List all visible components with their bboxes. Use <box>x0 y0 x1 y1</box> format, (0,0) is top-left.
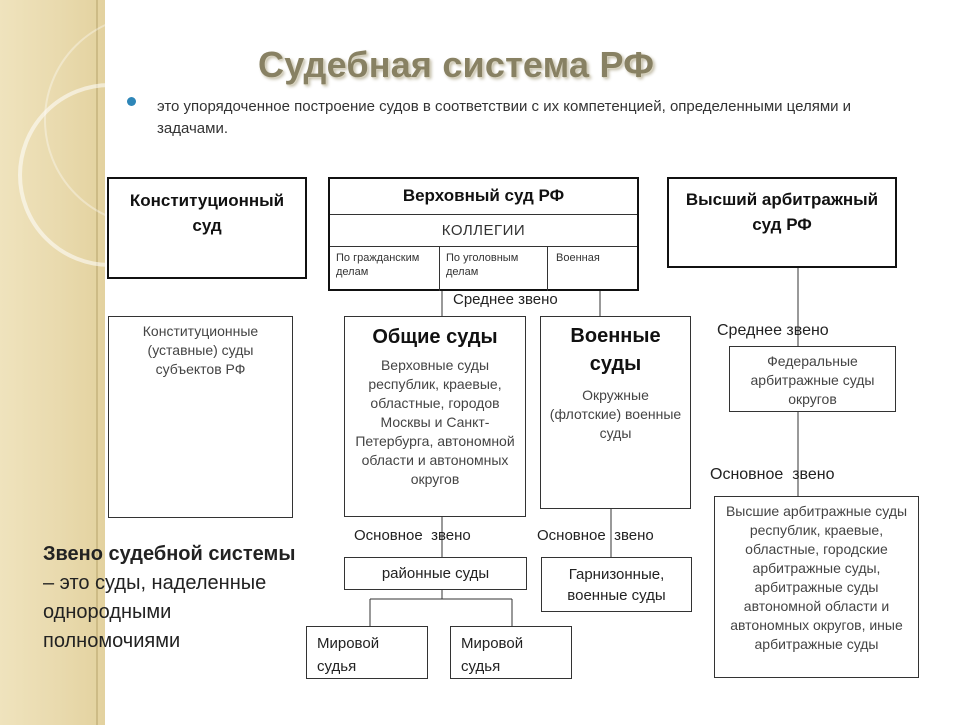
district-courts-label: районные суды <box>382 565 489 582</box>
federal-arbitration-text: Федеральные арбитражные суды округов <box>736 352 889 409</box>
supreme-court-title: Верховный суд РФ <box>330 179 637 215</box>
supreme-court-box: Верховный суд РФ КОЛЛЕГИИ По гражданским… <box>328 177 639 291</box>
military-courts-title: Военные суды <box>547 322 684 378</box>
constitutional-subjects-text: Конституционные (уставные) суды субъекто… <box>119 322 282 379</box>
higher-arbitration-court-title: Высший арбитражный суд РФ <box>683 187 881 237</box>
basic-level-label-right: Основное звено <box>710 466 835 484</box>
level-definition: – это суды, наделенные однородными полно… <box>43 572 266 652</box>
general-courts-title: Общие суды <box>353 322 517 352</box>
collegium-criminal: По уголовным делам <box>440 247 548 291</box>
level-definition-note: Звено судебной системы – это суды, надел… <box>43 540 303 656</box>
military-courts-text: Окружные (флотские) военные суды <box>547 386 684 443</box>
district-courts-box: районные суды <box>344 557 527 590</box>
middle-level-label-right: Среднее звено <box>717 322 829 340</box>
arbitration-basic-box: Высшие арбитражные суды республик, краев… <box>714 496 919 678</box>
constitutional-court-box: Конституционный суд <box>107 177 307 279</box>
magistrate-box-1: Мировой судья <box>306 626 428 679</box>
garrison-courts-box: Гарнизонные, военные суды <box>541 557 692 612</box>
collegia-label: КОЛЛЕГИИ <box>330 215 637 247</box>
magistrate-label-2: Мировой судья <box>461 635 523 675</box>
general-courts-text: Верховные суды республик, краевые, облас… <box>353 356 517 489</box>
magistrate-label-1: Мировой судья <box>317 635 379 675</box>
basic-level-label-left: Основное звено <box>354 527 471 544</box>
middle-level-label-center: Среднее звено <box>453 291 558 308</box>
higher-arbitration-court-box: Высший арбитражный суд РФ <box>667 177 897 268</box>
arbitration-basic-text: Высшие арбитражные суды республик, краев… <box>723 502 910 654</box>
general-courts-box: Общие суды Верховные суды республик, кра… <box>344 316 526 517</box>
level-term: Звено судебной системы <box>43 543 295 565</box>
collegium-civil: По гражданским делам <box>330 247 440 291</box>
constitutional-court-title: Конституционный суд <box>115 188 299 238</box>
constitutional-subjects-box: Конституционные (уставные) суды субъекто… <box>108 316 293 518</box>
military-courts-box: Военные суды Окружные (флотские) военные… <box>540 316 691 509</box>
federal-arbitration-box: Федеральные арбитражные суды округов <box>729 346 896 412</box>
basic-level-label-mid: Основное звено <box>537 527 654 544</box>
magistrate-box-2: Мировой судья <box>450 626 572 679</box>
garrison-courts-label: Гарнизонные, военные суды <box>567 566 665 604</box>
collegium-military: Военная <box>548 247 637 291</box>
